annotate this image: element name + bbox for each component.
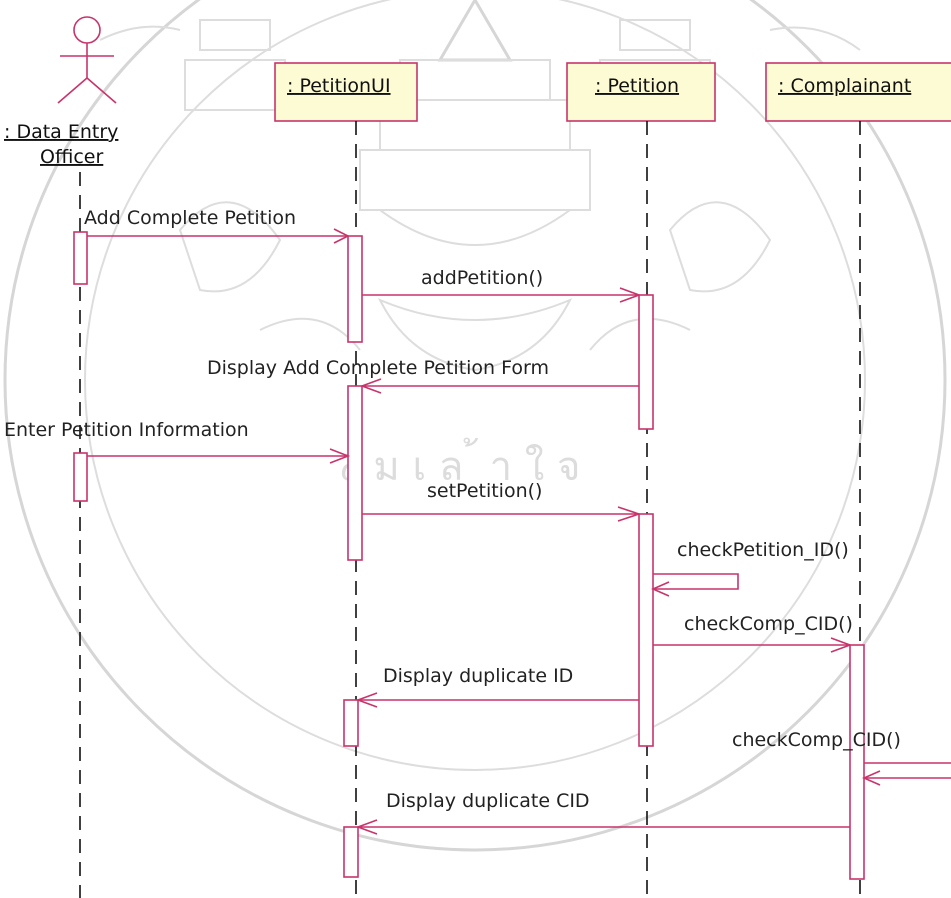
activation-petition-2 (638, 513, 654, 747)
object-petition-label: : Petition (595, 75, 679, 97)
activation-petitionui-4 (343, 826, 359, 878)
message-label: checkComp_CID() (732, 729, 901, 751)
object-petition: : Petition (566, 62, 716, 122)
message-label: addPetition() (421, 267, 543, 289)
message-checkpetition-id: checkPetition_ID() (651, 539, 849, 597)
activation-petitionui-2 (347, 385, 363, 561)
actor-label-line1: : Data Entry (4, 121, 118, 143)
activation-actor-1 (73, 231, 88, 285)
object-petitionui-label: : PetitionUI (287, 75, 391, 97)
object-complainant: : Complainant (765, 62, 951, 122)
message-enter-petition-info: Enter Petition Information (4, 419, 351, 464)
object-petitionui: : PetitionUI (274, 62, 418, 122)
message-setpetition: setPetition() (362, 480, 642, 522)
message-label: Display duplicate CID (386, 790, 590, 812)
message-label: checkPetition_ID() (677, 539, 849, 561)
message-display-duplicate-id: Display duplicate ID (355, 665, 639, 708)
activation-petitionui-1 (347, 235, 363, 343)
message-display-duplicate-cid: Display duplicate CID (355, 790, 850, 835)
actor-label-line2: Officer (40, 146, 103, 168)
message-label: setPetition() (427, 480, 542, 502)
message-checkcomp-cid: checkComp_CID() (653, 613, 853, 653)
message-add-complete-petition: Add Complete Petition (84, 207, 350, 244)
message-label: Display Add Complete Petition Form (207, 357, 549, 379)
activation-petition-1 (638, 294, 654, 430)
activation-actor-2 (73, 452, 88, 502)
actor-data-entry-officer: : Data Entry Officer (4, 16, 118, 168)
message-checkcomp-cid-self: checkComp_CID() (732, 729, 951, 786)
message-display-add-form: Display Add Complete Petition Form (207, 357, 639, 394)
activation-petitionui-3 (343, 699, 359, 747)
message-addpetition: addPetition() (362, 267, 642, 303)
object-complainant-label: : Complainant (778, 75, 911, 97)
message-label: Display duplicate ID (383, 665, 573, 687)
message-label: Add Complete Petition (84, 207, 296, 229)
svg-text:∂ ม เ ล ้ า ใ จ: ∂ ม เ ล ้ า ใ จ (340, 437, 580, 490)
message-label: Enter Petition Information (4, 419, 249, 441)
activation-complainant-1 (849, 644, 865, 880)
message-label: checkComp_CID() (684, 613, 853, 635)
